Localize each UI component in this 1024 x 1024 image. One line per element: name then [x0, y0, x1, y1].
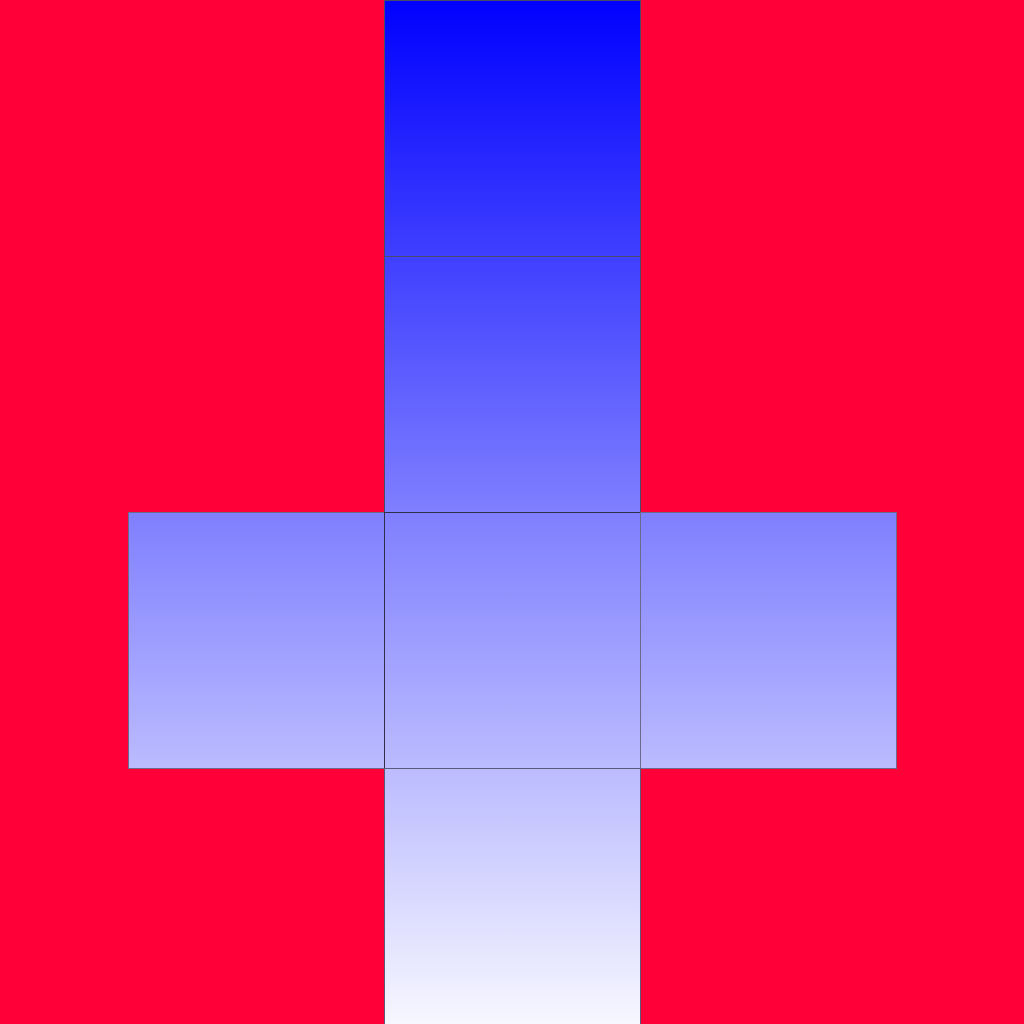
net-face-upper	[383, 255, 641, 513]
net-face-top	[383, 0, 641, 257]
net-face-center	[383, 511, 641, 769]
net-face-right	[639, 511, 897, 769]
net-face-bottom	[383, 767, 641, 1024]
net-face-left	[127, 511, 385, 769]
